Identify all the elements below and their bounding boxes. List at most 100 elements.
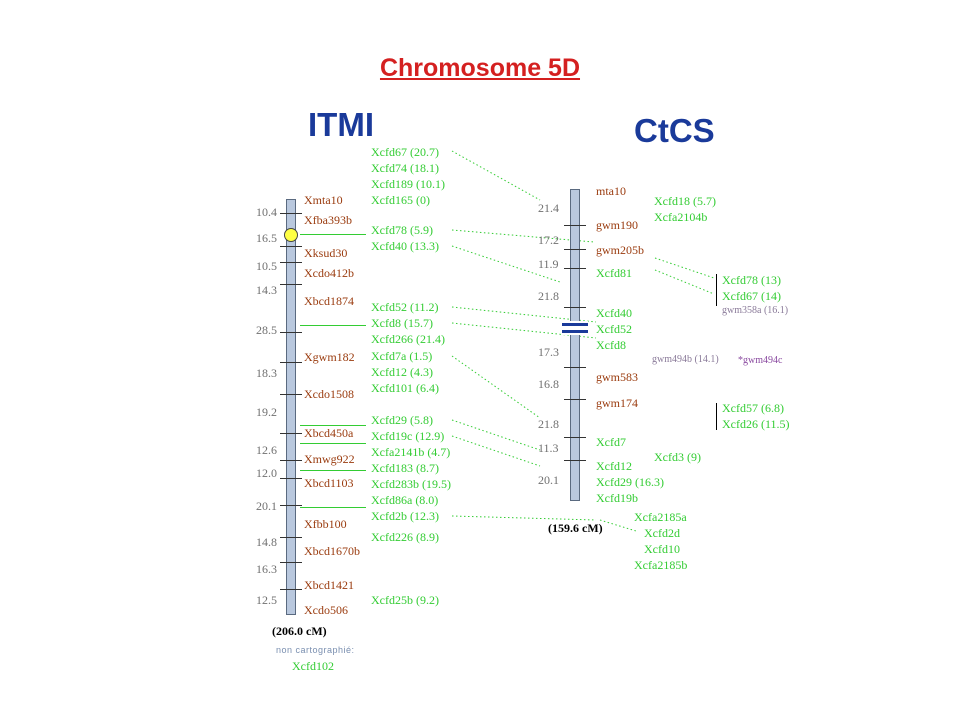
itmi-distance: 16.3 bbox=[256, 562, 277, 576]
itmi-group-underline bbox=[300, 507, 366, 508]
itmi-marker: Xfbb100 bbox=[304, 517, 347, 531]
ctcs-bottom-marker: Xcfa2185b bbox=[634, 558, 688, 572]
itmi-distance: 10.4 bbox=[256, 205, 277, 219]
ctcs-marker: gwm583 bbox=[596, 370, 638, 384]
itmi-tick bbox=[280, 246, 302, 247]
itmi-centromere bbox=[284, 228, 298, 242]
ctcs-side-marker: Xcfd67 (14) bbox=[722, 289, 781, 303]
link-xcfd2b bbox=[451, 515, 597, 521]
itmi-tick bbox=[280, 478, 302, 479]
ctcs-side-marker: Xcfd57 (6.8) bbox=[722, 401, 784, 415]
itmi-distance: 16.5 bbox=[256, 231, 277, 245]
itmi-map-title: ITMI bbox=[308, 106, 374, 143]
itmi-distance: 19.2 bbox=[256, 405, 277, 419]
ctcs-tick bbox=[564, 399, 586, 400]
itmi-marker: Xbcd1874 bbox=[304, 294, 354, 308]
itmi-marker: Xbcd1670b bbox=[304, 544, 360, 558]
ctcs-side-bar bbox=[716, 403, 717, 430]
itmi-marker: Xgwm182 bbox=[304, 350, 355, 364]
itmi-tick bbox=[280, 433, 302, 434]
link-xcfa2185a bbox=[599, 519, 637, 532]
ctcs-distance: 16.8 bbox=[538, 377, 559, 391]
itmi-cfd-marker: Xcfd74 (18.1) bbox=[371, 161, 439, 175]
ctcs-map-title: CtCS bbox=[634, 112, 715, 149]
ctcs-distance: 21.4 bbox=[538, 201, 559, 215]
ctcs-marker: gwm205b bbox=[596, 243, 644, 257]
link-xcfd29 bbox=[451, 419, 541, 451]
page-title: Chromosome 5D bbox=[379, 54, 581, 82]
ctcs-distance: 11.3 bbox=[538, 441, 559, 455]
itmi-marker: Xksud30 bbox=[304, 246, 348, 260]
itmi-group-underline bbox=[300, 443, 366, 444]
itmi-tick bbox=[280, 589, 302, 590]
link-xcfd67 bbox=[451, 150, 541, 201]
itmi-distance: 10.5 bbox=[256, 259, 277, 273]
itmi-chromosome-bar bbox=[286, 199, 296, 615]
ctcs-marker: Xcfd12 bbox=[596, 459, 632, 473]
ctcs-tick bbox=[564, 249, 586, 250]
ctcs-distance: 21.8 bbox=[538, 417, 559, 431]
itmi-cfd-marker: Xcfd7a (1.5) bbox=[371, 349, 433, 363]
itmi-tick bbox=[280, 213, 302, 214]
itmi-group-underline bbox=[300, 425, 366, 426]
itmi-group-underline bbox=[300, 325, 366, 326]
itmi-cfd-marker: Xcfa2141b (4.7) bbox=[371, 445, 451, 459]
ctcs-marker: Xcfd29 (16.3) bbox=[596, 475, 664, 489]
itmi-cfd-marker: Xcfd40 (13.3) bbox=[371, 239, 439, 253]
ctcs-distance: 11.9 bbox=[538, 257, 559, 271]
itmi-cfd-marker: Xcfd78 (5.9) bbox=[371, 223, 433, 237]
ctcs-marker: Xcfd8 bbox=[596, 338, 626, 352]
link-xcfd81 bbox=[654, 269, 715, 295]
itmi-cfd-marker: Xcfd12 (4.3) bbox=[371, 365, 433, 379]
ctcs-marker: mta10 bbox=[596, 184, 626, 198]
itmi-cfd-marker: Xcfd2b (12.3) bbox=[371, 509, 439, 523]
itmi-distance: 14.8 bbox=[256, 535, 277, 549]
itmi-cfd-marker: Xcfd226 (8.9) bbox=[371, 530, 439, 544]
itmi-distance: 20.1 bbox=[256, 499, 277, 513]
itmi-group-underline bbox=[300, 234, 366, 235]
ctcs-marker: gwm174 bbox=[596, 396, 638, 410]
itmi-marker: Xmwg922 bbox=[304, 452, 355, 466]
itmi-marker: Xbcd1103 bbox=[304, 476, 354, 490]
itmi-marker: Xmta10 bbox=[304, 193, 343, 207]
ctcs-marker: Xcfd19b bbox=[596, 491, 638, 505]
itmi-cfd-marker: Xcfd165 (0) bbox=[371, 193, 430, 207]
itmi-cfd-marker: Xcfd8 (15.7) bbox=[371, 316, 433, 330]
ctcs-distance: 21.8 bbox=[538, 289, 559, 303]
itmi-tick bbox=[280, 505, 302, 506]
itmi-distance: 12.5 bbox=[256, 593, 277, 607]
itmi-unmapped-marker: Xcfd102 bbox=[292, 659, 334, 673]
link-xcfd7a bbox=[451, 355, 541, 419]
ctcs-chromosome-bar bbox=[570, 189, 580, 501]
itmi-tick bbox=[280, 284, 302, 285]
itmi-marker: Xbcd450a bbox=[304, 426, 354, 440]
itmi-distance: 28.5 bbox=[256, 323, 277, 337]
ctcs-side-marker: gwm494b (14.1) bbox=[652, 354, 719, 365]
ctcs-centromere bbox=[562, 321, 588, 335]
link-xcfd40 bbox=[451, 245, 561, 283]
ctcs-side-marker: Xcfd3 (9) bbox=[654, 450, 701, 464]
ctcs-side-marker: Xcfa2104b bbox=[654, 210, 708, 224]
ctcs-side-marker: Xcfd78 (13) bbox=[722, 273, 781, 287]
itmi-cfd-marker: Xcfd86a (8.0) bbox=[371, 493, 439, 507]
ctcs-tick bbox=[564, 367, 586, 368]
ctcs-marker: Xcfd40 bbox=[596, 306, 632, 320]
ctcs-marker: gwm190 bbox=[596, 218, 638, 232]
ctcs-bottom-marker: Xcfa2185a bbox=[634, 510, 687, 524]
itmi-cfd-marker: Xcfd25b (9.2) bbox=[371, 593, 439, 607]
itmi-cfd-marker: Xcfd283b (19.5) bbox=[371, 477, 451, 491]
itmi-tick bbox=[280, 332, 302, 333]
itmi-distance: 14.3 bbox=[256, 283, 277, 297]
link-xcfd19c bbox=[451, 435, 541, 467]
ctcs-marker: Xcfd7 bbox=[596, 435, 626, 449]
itmi-cfd-marker: Xcfd29 (5.8) bbox=[371, 413, 433, 427]
ctcs-tick bbox=[564, 307, 586, 308]
ctcs-side-marker: *gwm494c bbox=[738, 355, 783, 366]
itmi-cfd-marker: Xcfd189 (10.1) bbox=[371, 177, 445, 191]
itmi-marker: Xcdo506 bbox=[304, 603, 348, 617]
itmi-tick bbox=[280, 262, 302, 263]
ctcs-tick bbox=[564, 437, 586, 438]
ctcs-marker: Xcfd81 bbox=[596, 266, 632, 280]
itmi-cfd-marker: Xcfd67 (20.7) bbox=[371, 145, 439, 159]
